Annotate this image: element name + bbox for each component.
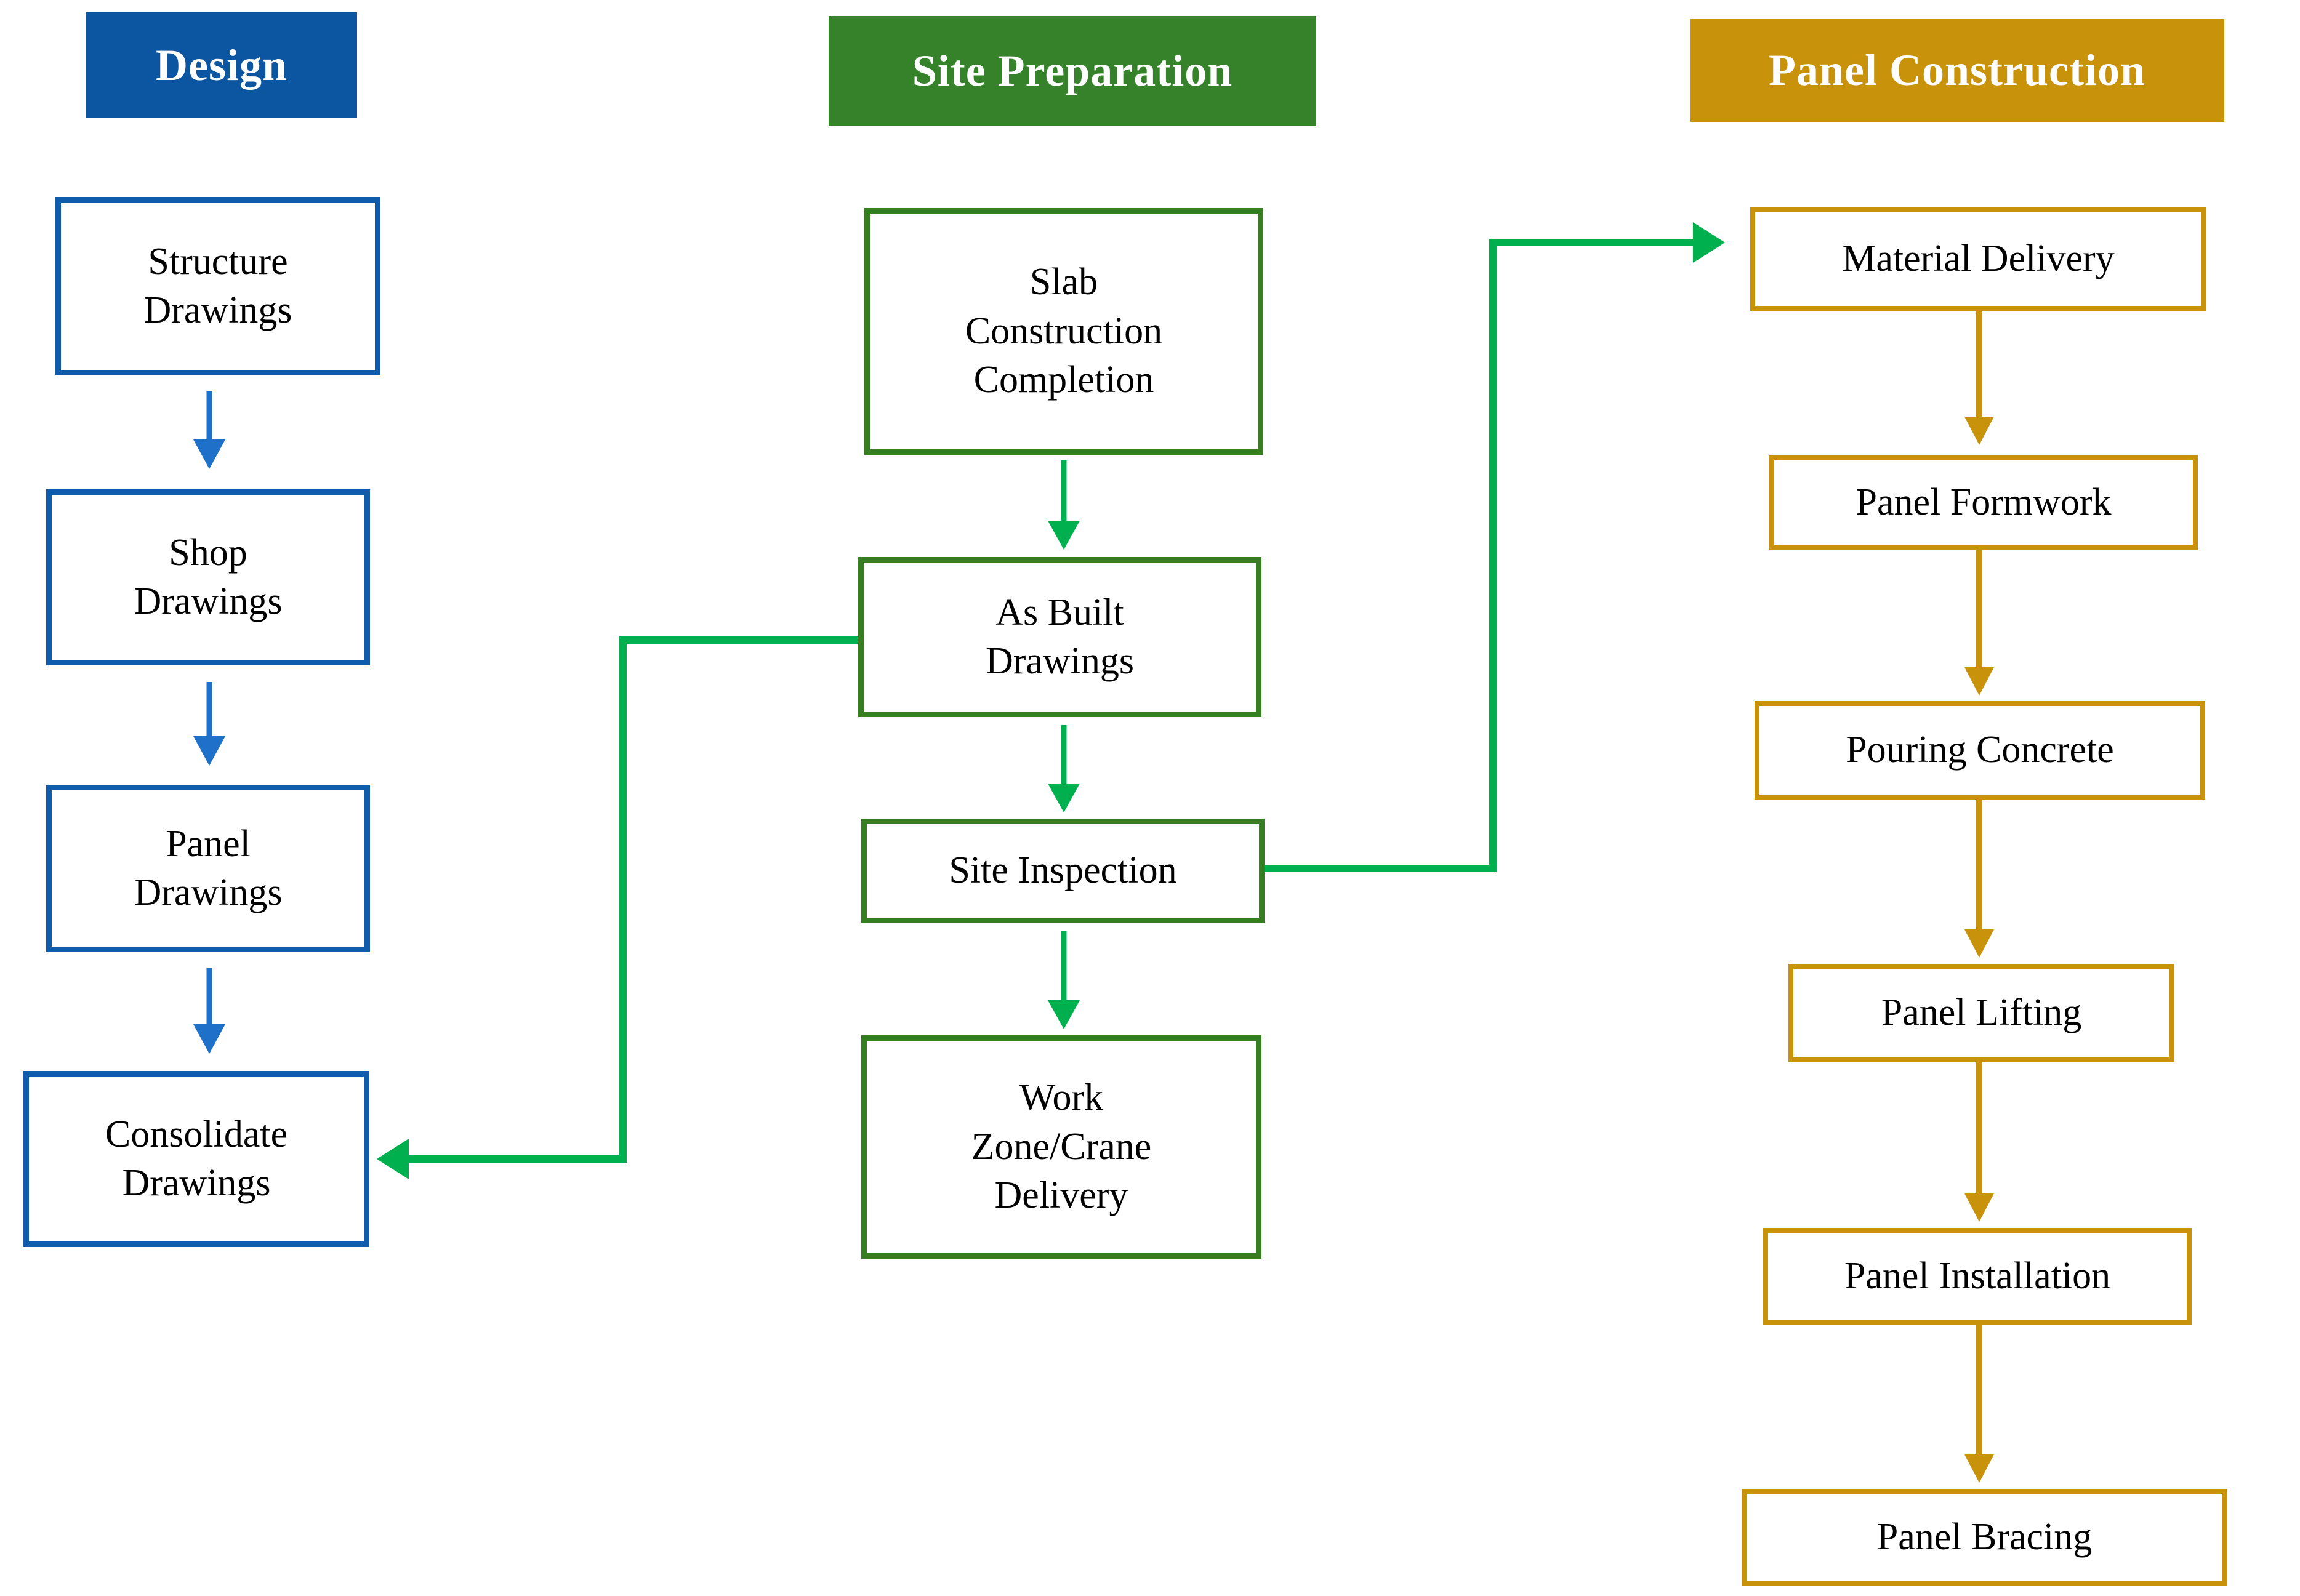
node-pouring-concrete: Pouring Concrete [1755, 701, 2205, 800]
column-header-site-preparation: Site Preparation [829, 16, 1316, 126]
column-header-panel-construction: Panel Construction [1690, 19, 2224, 122]
column-header-site-preparation-label: Site Preparation [912, 46, 1233, 95]
node-panel-formwork-label: Panel Formwork [1856, 481, 2112, 523]
connector-siteinspection-to-materialdelivery [1265, 222, 1725, 872]
node-material-delivery-label: Material Delivery [1842, 237, 2115, 279]
column-header-panel-construction-label: Panel Construction [1769, 46, 2145, 95]
column-header-design-label: Design [155, 40, 288, 90]
arrow-formwork-to-pouring [1964, 550, 1994, 696]
arrow-structure-to-shop [193, 391, 225, 469]
arrow-siteinspection-to-workzone [1048, 931, 1080, 1029]
arrow-installation-to-bracing [1964, 1325, 1994, 1483]
node-slab-construction-completion-label: Slab Construction Completion [965, 261, 1163, 401]
node-structure-drawings-label: Structure Drawings [143, 240, 292, 331]
node-structure-drawings: Structure Drawings [55, 197, 380, 375]
arrow-asbuilt-to-siteinspection [1048, 725, 1080, 812]
node-pouring-concrete-label: Pouring Concrete [1846, 729, 2114, 771]
connector-asbuilt-to-consolidate [377, 636, 858, 1179]
node-shop-drawings: Shop Drawings [46, 489, 370, 665]
node-work-zone-crane-delivery: Work Zone/Crane Delivery [861, 1035, 1261, 1259]
node-slab-construction-completion: Slab Construction Completion [864, 208, 1263, 455]
node-panel-drawings: Panel Drawings [46, 785, 370, 952]
node-panel-drawings-label: Panel Drawings [134, 822, 283, 913]
node-panel-lifting-label: Panel Lifting [1881, 991, 2082, 1033]
node-panel-bracing-label: Panel Bracing [1876, 1515, 2093, 1558]
arrow-lifting-to-installation [1964, 1062, 1994, 1222]
node-panel-formwork: Panel Formwork [1769, 455, 2198, 550]
node-panel-bracing: Panel Bracing [1742, 1489, 2227, 1586]
node-panel-installation: Panel Installation [1763, 1228, 2192, 1325]
node-panel-installation-label: Panel Installation [1844, 1254, 2111, 1297]
arrow-panel-to-consolidate [193, 968, 225, 1054]
node-site-inspection: Site Inspection [861, 819, 1265, 923]
node-panel-lifting: Panel Lifting [1788, 964, 2174, 1062]
node-work-zone-crane-delivery-label: Work Zone/Crane Delivery [971, 1077, 1152, 1217]
arrow-pouring-to-lifting [1964, 800, 1994, 958]
node-as-built-drawings-label: As Built Drawings [985, 591, 1135, 682]
arrow-shop-to-panel [193, 682, 225, 766]
node-consolidate-drawings: Consolidate Drawings [23, 1071, 369, 1247]
arrow-slab-to-asbuilt [1048, 460, 1080, 550]
node-as-built-drawings: As Built Drawings [858, 557, 1261, 717]
node-shop-drawings-label: Shop Drawings [134, 531, 283, 622]
arrow-material-to-formwork [1964, 311, 1994, 445]
node-material-delivery: Material Delivery [1750, 207, 2206, 311]
column-header-design: Design [86, 12, 357, 118]
node-site-inspection-label: Site Inspection [949, 849, 1177, 892]
node-consolidate-drawings-label: Consolidate Drawings [105, 1113, 288, 1204]
